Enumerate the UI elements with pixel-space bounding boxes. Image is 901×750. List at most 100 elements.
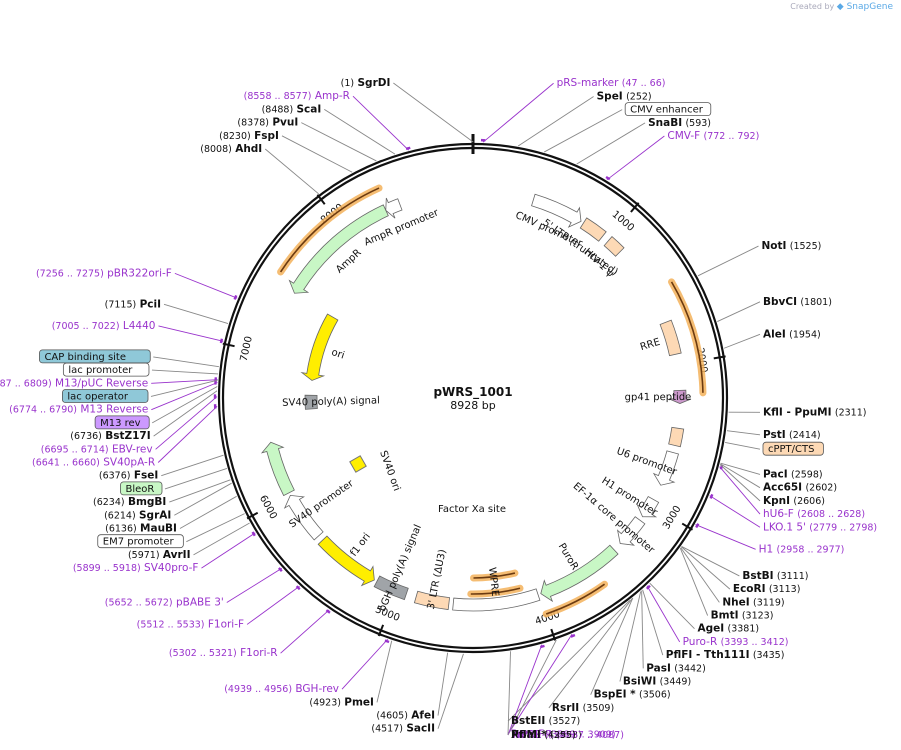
label-pflfi-tth111i[interactable]: PflFI - Tth111I (3435) (666, 649, 785, 661)
enzyme-name: KpnI (763, 495, 790, 507)
label-cmv-enhancer[interactable]: CMV enhancer (624, 102, 712, 117)
label-spei[interactable]: SpeI (252) (597, 90, 652, 102)
label-noti[interactable]: NotI (1525) (761, 240, 821, 252)
label-lko-1-5[interactable]: LKO.1 5' (2779 .. 2798) (763, 521, 877, 533)
label-bstbi[interactable]: BstBI (3111) (742, 570, 808, 582)
site-label-text: (6234) BmgBI (93, 496, 166, 508)
f1-ori-feature[interactable] (317, 535, 375, 587)
label-snabi[interactable]: SnaBI (593) (648, 117, 711, 129)
label-agei[interactable]: AgeI (3381) (697, 623, 759, 635)
site-position: (4517) (371, 724, 403, 735)
gp41-peptide-feature[interactable] (668, 389, 692, 404)
bleor-feature[interactable] (260, 441, 295, 497)
ampr-promoter-feature[interactable] (385, 197, 403, 219)
label-sgrai[interactable]: (6214) SgrAI (104, 509, 171, 521)
bgh-poly-a-signal-feature[interactable] (373, 575, 409, 601)
label-bbvci[interactable]: BbvCI (1801) (763, 296, 832, 308)
sv40-ori-feature[interactable] (349, 455, 367, 473)
label-wpre-r[interactable]: WPRE-R (4067 .. 4087) (511, 729, 624, 741)
site-label-text: (6376) FseI (99, 470, 158, 482)
label-bstz17i[interactable]: (6736) BstZ17I (70, 430, 150, 442)
label-bspei[interactable]: BspEI * (3506) (594, 689, 671, 701)
rre-feature[interactable] (659, 319, 682, 357)
h1-promoter-feature[interactable] (636, 495, 660, 518)
label-leader-line (153, 356, 219, 368)
label-xbai[interactable]: XbaI * (3993) (511, 729, 582, 741)
sv40-promoter-feature[interactable] (283, 494, 324, 541)
wpre-feature[interactable] (452, 588, 541, 612)
hl-wpre-a (470, 587, 521, 595)
hiv-1-psi-feature[interactable] (603, 236, 625, 257)
label-bsteii[interactable]: BstEII (3527) (511, 715, 580, 727)
label-pbabe-3[interactable]: (5652 .. 5672) pBABE 3' (105, 597, 224, 609)
label-lac-operator[interactable]: lac operator (62, 389, 149, 403)
label-cppt-cts[interactable]: cPPT/CTS (762, 441, 824, 456)
label-m13-puc-reverse[interactable]: (6787 .. 6809) M13/pUC Reverse (0, 377, 148, 389)
label-pvui[interactable]: (8378) PvuI (237, 117, 298, 129)
label-bmti[interactable]: BmtI (3123) (711, 610, 774, 622)
cppt-cts-feature[interactable] (668, 426, 685, 448)
label-kpni[interactable]: KpnI (2606) (763, 495, 825, 507)
label-ecori[interactable]: EcoRI (3113) (733, 583, 801, 595)
label-m13-reverse[interactable]: (6774 .. 6790) M13 Reverse (9, 404, 148, 416)
label-leader-line (352, 95, 409, 151)
label-sacii[interactable]: (4517) SacII (371, 723, 435, 735)
ori-feature[interactable] (300, 313, 339, 381)
label-lac-promoter[interactable]: lac promoter (62, 362, 150, 377)
sv40-poly-a-signal-feature[interactable] (304, 394, 318, 410)
label-bgh-rev[interactable]: (4939 .. 4956) BGH-rev (224, 683, 339, 695)
label-afei[interactable]: (4605) AfeI (376, 710, 435, 722)
site-label-text: (5512 .. 5533) F1ori-F (137, 618, 244, 630)
label-pasi[interactable]: PasI (3442) (646, 662, 706, 674)
site-position: (5302 .. 5321) (169, 648, 237, 659)
label-alei[interactable]: AleI (1954) (763, 328, 821, 340)
label-m13-rev[interactable]: M13 rev (94, 415, 150, 430)
label-cmv-f[interactable]: CMV-F (772 .. 792) (667, 130, 759, 142)
label-puro-r[interactable]: Puro-R (3393 .. 3412) (683, 636, 789, 648)
label-em7-promoter[interactable]: EM7 promoter (97, 534, 184, 549)
u6-promoter-feature[interactable] (652, 450, 679, 486)
label-leader-line (301, 122, 377, 162)
label-l4440[interactable]: (7005 .. 7022) L4440 (52, 320, 156, 332)
label-fsei[interactable]: (6376) FseI (99, 470, 158, 482)
ef-1a-core-promoter-feature[interactable] (616, 516, 646, 546)
label-f1ori-r[interactable]: (5302 .. 5321) F1ori-R (169, 647, 278, 659)
label-hu6-f[interactable]: hU6-F (2608 .. 2628) (763, 508, 865, 520)
puror-feature[interactable] (540, 544, 619, 603)
label-paci[interactable]: PacI (2598) (763, 468, 823, 480)
ampr-feature[interactable] (288, 204, 389, 294)
label-bleor[interactable]: BleoR (120, 481, 163, 496)
label-pflmi[interactable]: PflMI (4255) (511, 729, 576, 741)
label-pmei[interactable]: (4923) PmeI (309, 696, 374, 708)
label-pcii[interactable]: (7115) PciI (105, 298, 161, 310)
label-prs-marker[interactable]: pRS-marker (47 .. 66) (557, 77, 666, 89)
label-f1ori-f[interactable]: (5512 .. 5533) F1ori-F (137, 618, 244, 630)
label-sv40pa-r[interactable]: (6641 .. 6660) SV40pA-R (32, 456, 155, 468)
label-puro-f[interactable]: Puro-F (3889 .. 3909) (511, 728, 616, 740)
label-sv40pro-f[interactable]: (5899 .. 5918) SV40pro-F (73, 562, 199, 574)
cmv-promoter-feature[interactable] (531, 193, 582, 228)
label-kfli-ppumi[interactable]: KflI - PpuMI (2311) (763, 406, 866, 418)
label-acc65i[interactable]: Acc65I (2602) (763, 482, 837, 494)
label-bmgbi[interactable]: (6234) BmgBI (93, 496, 166, 508)
5-ltr-truncated-feature[interactable] (579, 217, 607, 242)
label-avrii[interactable]: (5971) AvrII (128, 549, 191, 561)
label-maubi[interactable]: (6136) MauBI (105, 522, 177, 534)
label-pbr322ori-f[interactable]: (7256 .. 7275) pBR322ori-F (36, 267, 172, 279)
label-psti[interactable]: PstI (2414) (763, 429, 821, 441)
label-rsrii[interactable]: RsrII (3509) (552, 702, 614, 714)
label-h1[interactable]: H1 (2958 .. 2977) (759, 543, 845, 555)
label-leader-line (151, 382, 218, 411)
label-cap-binding-site[interactable]: CAP binding site (39, 349, 151, 364)
label-fspi[interactable]: (8230) FspI (219, 130, 279, 142)
3-ltr-du3-feature[interactable] (413, 590, 451, 610)
label-amp-r[interactable]: (8558 .. 8577) Amp-R (244, 90, 350, 102)
label-bsiwi[interactable]: BsiWI (3449) (623, 676, 691, 688)
site-position: (3993) (550, 730, 582, 741)
label-ahdi[interactable]: (8008) AhdI (200, 143, 262, 155)
site-label-text: PstI (2414) (763, 429, 821, 441)
label-scai[interactable]: (8488) ScaI (262, 103, 322, 115)
label-sgrdi[interactable]: (1) SgrDI (341, 77, 391, 89)
label-ebv-rev[interactable]: (6695 .. 6714) EBV-rev (41, 443, 153, 455)
label-nhei[interactable]: NheI (3119) (722, 596, 784, 608)
